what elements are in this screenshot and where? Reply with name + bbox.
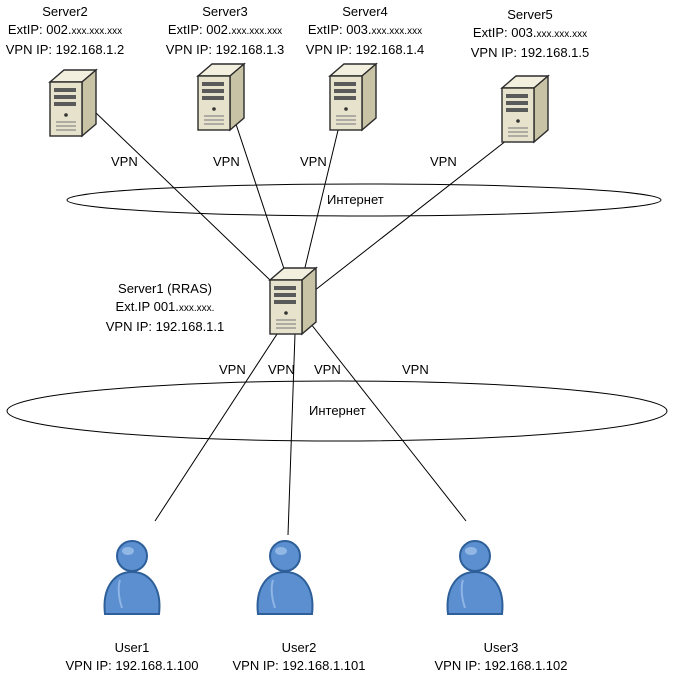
server4-icon [329,63,377,131]
server5-ext-mask: xxx.xxx.xxx [536,29,588,40]
user2-name: User2 [281,640,317,655]
user3-vpn-ip: VPN IP: 192.168.1.102 [434,658,568,673]
server4-label: Server4 ExtIP: 003.xxx.xxx.xxx VPN IP: 1… [300,3,430,59]
server3-ext-prefix: ExtIP: 002. [167,22,232,37]
internet-label-bottom: Интернет [309,403,366,418]
server1-rras-icon [269,267,317,335]
server2-ext-ip: ExtIP: 002.xxx.xxx.xxx [0,21,130,41]
vpn-label-top-3: VPN [300,154,327,169]
internet-label-top: Интернет [327,192,384,207]
server2-icon [49,69,97,137]
server1-ext-ip: Ext.IP 001.xxx.xxx. [95,298,235,318]
server5-ext-prefix: ExtIP: 003. [472,25,537,40]
server3-ext-mask: xxx.xxx.xxx [231,26,283,37]
server4-ext-ip: ExtIP: 003.xxx.xxx.xxx [300,21,430,41]
vpn-label-bottom-3: VPN [314,362,341,377]
server5-vpn-ip: VPN IP: 192.168.1.5 [470,45,590,60]
vpn-label-bottom-2: VPN [268,362,295,377]
server1-label: Server1 (RRAS) Ext.IP 001.xxx.xxx. VPN I… [95,280,235,336]
user3-name: User3 [483,640,519,655]
server2-label: Server2 ExtIP: 002.xxx.xxx.xxx VPN IP: 1… [0,3,130,59]
vpn-label-bottom-4: VPN [402,362,429,377]
server1-name: Server1 (RRAS) [118,281,212,296]
vpn-label-top-2: VPN [213,154,240,169]
server3-vpn-ip: VPN IP: 192.168.1.3 [165,42,285,57]
server2-ext-prefix: ExtIP: 002. [7,22,72,37]
user2-vpn-ip: VPN IP: 192.168.1.101 [232,658,366,673]
server5-ext-ip: ExtIP: 003.xxx.xxx.xxx [465,24,595,44]
link-central-user3 [295,304,467,522]
server3-icon [197,63,245,131]
user3-icon [446,540,504,615]
link-central-user2 [287,304,297,536]
server4-name: Server4 [342,4,388,19]
server3-name: Server3 [202,4,248,19]
server5-label: Server5 ExtIP: 003.xxx.xxx.xxx VPN IP: 1… [465,6,595,62]
server4-vpn-ip: VPN IP: 192.168.1.4 [305,42,425,57]
server1-ext-prefix: Ext.IP 001. [115,299,179,314]
server1-ext-mask: xxx.xxx. [178,303,215,314]
server4-ext-mask: xxx.xxx.xxx [371,26,423,37]
user1-icon [103,540,161,615]
internet-cloud-top [66,183,662,217]
user1-name: User1 [114,640,150,655]
user1-label: User1 VPN IP: 192.168.1.100 [52,639,212,675]
server4-ext-prefix: ExtIP: 003. [307,22,372,37]
server3-ext-ip: ExtIP: 002.xxx.xxx.xxx [160,21,290,41]
server5-name: Server5 [507,7,553,22]
server1-vpn-ip: VPN IP: 192.168.1.1 [105,319,225,334]
vpn-label-bottom-1: VPN [219,362,246,377]
server2-name: Server2 [42,4,88,19]
vpn-label-top-1: VPN [111,154,138,169]
server2-ext-mask: xxx.xxx.xxx [71,26,123,37]
link-server5-central [295,125,526,306]
server2-vpn-ip: VPN IP: 192.168.1.2 [5,42,125,57]
vpn-label-top-4: VPN [430,154,457,169]
link-central-user1 [154,304,297,522]
link-server2-central [94,111,297,306]
internet-cloud-bottom [6,380,668,442]
server5-icon [501,75,549,143]
user3-label: User3 VPN IP: 192.168.1.102 [421,639,581,675]
user2-icon [256,540,314,615]
server3-label: Server3 ExtIP: 002.xxx.xxx.xxx VPN IP: 1… [160,3,290,59]
user1-vpn-ip: VPN IP: 192.168.1.100 [65,658,199,673]
user2-label: User2 VPN IP: 192.168.1.101 [219,639,379,675]
